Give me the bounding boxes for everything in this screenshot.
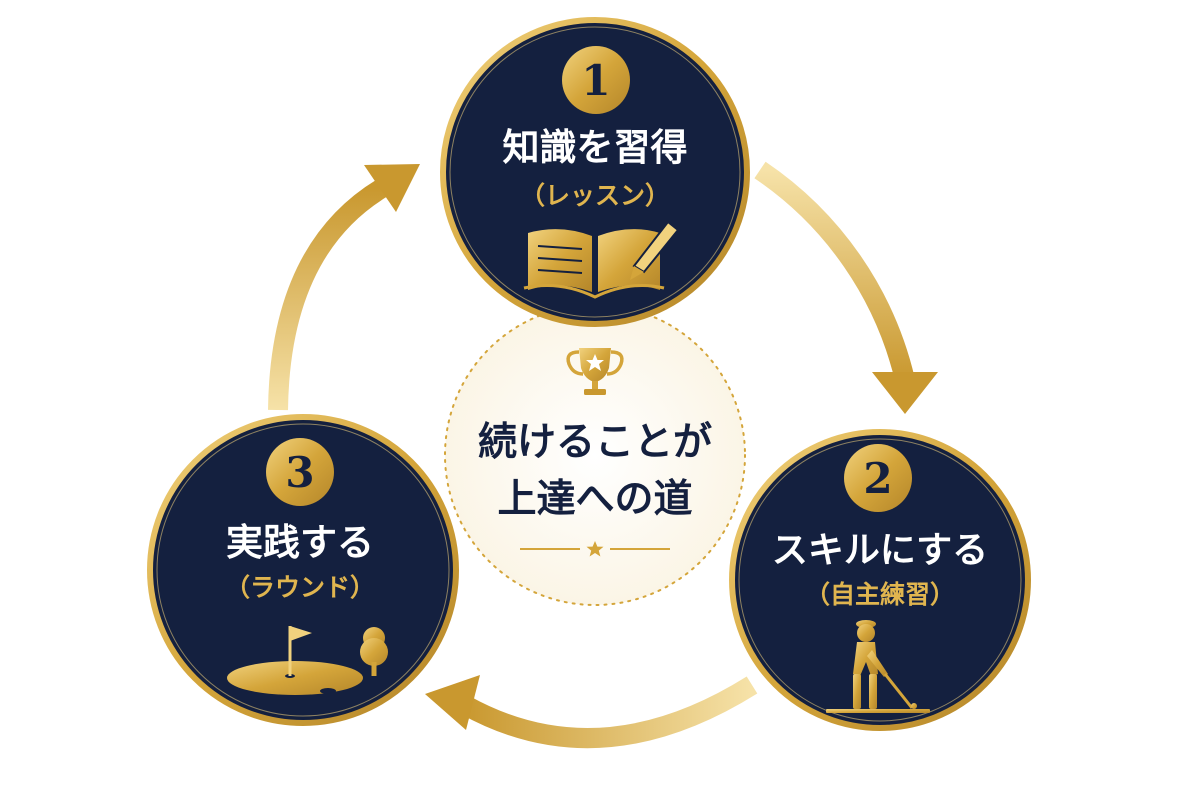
step-2-number: 2 [863,454,892,503]
step-3-number: 3 [285,448,314,497]
step-2-number-badge: 2 [844,444,912,512]
step-1-title: 知識を習得 [503,126,688,169]
center-ornament [520,541,670,557]
star-icon [586,541,604,557]
center-line-1: 続けることが [478,420,712,465]
step-2-subtitle: （自主練習） [805,580,955,609]
trophy-icon [566,348,624,395]
step-3-subtitle: （ラウンド） [225,573,375,602]
golfer-silhouette-icon [826,620,930,713]
step-1-number: 1 [581,56,610,105]
arrow-step2-to-step3 [425,675,758,749]
golf-green-flag-icon [227,626,388,695]
step-1-number-badge: 1 [562,46,630,114]
center-motto: 続けることが 上達への道 [444,304,746,606]
step-1-node: 1 知識を習得 （レッスン） [440,17,750,327]
step-2-title: スキルにする [772,530,988,571]
arrow-step3-to-step1 [268,164,420,411]
step-1-subtitle: （レッスン） [520,181,670,210]
center-line-2: 上達への道 [497,477,692,522]
step-3-number-badge: 3 [266,438,334,506]
step-3-title: 実践する [226,521,374,564]
arrow-step1-to-step2 [754,161,938,414]
step-2-node: 2 スキルにする （自主練習） [729,429,1031,731]
open-book-pencil-icon [523,220,680,299]
step-3-node: 3 実践する （ラウンド） [147,414,459,726]
